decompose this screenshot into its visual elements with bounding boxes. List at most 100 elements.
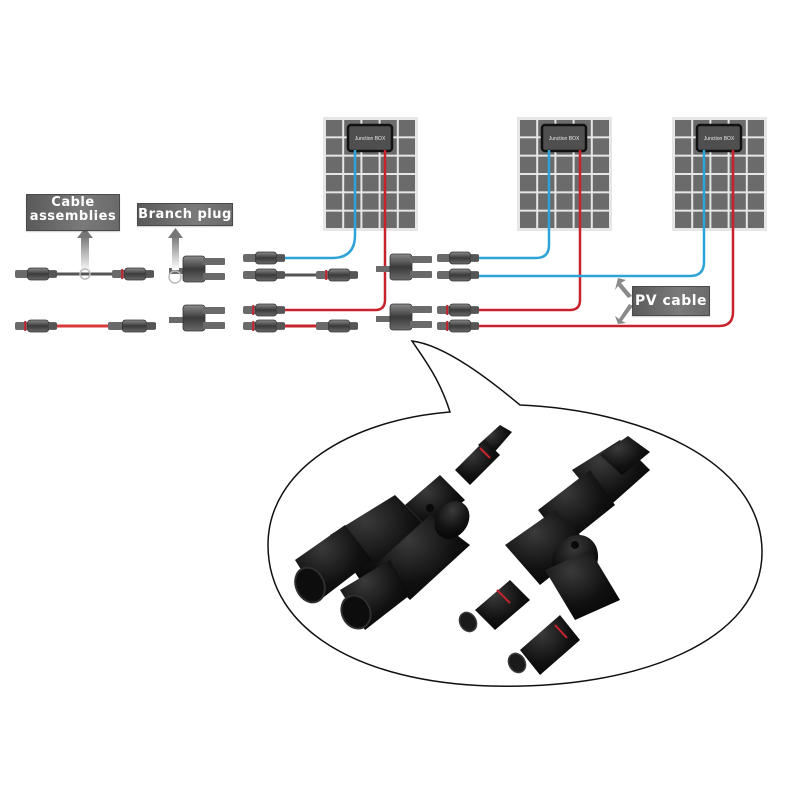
panel-2-positive-connector <box>437 303 479 317</box>
panel-cell <box>693 193 710 210</box>
cable-assembly-red-right-connector <box>108 319 156 333</box>
panel-1-positive-connector <box>243 303 285 317</box>
panel-cell <box>326 156 343 173</box>
cable-assemblies-label: Cable assemblies <box>26 194 120 231</box>
callout-bubble <box>267 340 763 687</box>
product-examples <box>55 272 120 328</box>
branch-connector-photo-right <box>458 436 650 675</box>
cable-assembly-red-left-connector <box>15 319 57 333</box>
panel-cell <box>538 211 555 228</box>
solar-panel-3: Junction BOX <box>672 117 767 231</box>
panel-cell <box>362 211 379 228</box>
panel-cell <box>538 175 555 192</box>
panel-cell <box>326 175 343 192</box>
panel-cell <box>362 156 379 173</box>
panel-cell <box>592 175 609 192</box>
panel-cell <box>675 156 692 173</box>
junction-box-label: Junction BOX <box>549 136 580 142</box>
panel-cell <box>592 193 609 210</box>
panel-cell <box>711 156 728 173</box>
panel-cell <box>398 120 415 137</box>
panel-cell <box>693 156 710 173</box>
panel-2-negative-connector <box>437 251 479 265</box>
trunk-red-inline-connector <box>316 319 358 333</box>
panel-cell <box>675 120 692 137</box>
panel-2-positive-wire <box>478 150 582 312</box>
panel-cell <box>747 156 764 173</box>
junction-box: Junction BOX <box>540 123 588 153</box>
solar-panels: Junction BOX Junction BOX Junction BOX <box>323 117 767 231</box>
panel-cell <box>675 193 692 210</box>
pv-cable-label: PV cable <box>632 286 710 316</box>
panel-1-negative-wire <box>282 150 357 260</box>
branch-plug-label: Branch plug <box>137 203 233 226</box>
panel-cell <box>592 120 609 137</box>
panel-cell <box>675 211 692 228</box>
junction-box-label: Junction BOX <box>704 136 735 142</box>
panel-1-positive-wire <box>283 150 387 312</box>
wiring <box>282 150 735 328</box>
panel-cell <box>380 193 397 210</box>
panel-cell <box>574 211 591 228</box>
cable-assemblies-label-line1: Cable <box>51 195 95 210</box>
panel-cell <box>326 193 343 210</box>
panel-3-positive-wire <box>478 150 735 328</box>
panel-cell <box>747 193 764 210</box>
panel-cell <box>556 156 573 173</box>
trunk-black-inline-connector <box>316 268 358 282</box>
panel-cell <box>747 211 764 228</box>
panel-cell <box>520 193 537 210</box>
panel-cell <box>574 156 591 173</box>
panel-cell <box>326 120 343 137</box>
pv-cable-arrows <box>615 278 633 324</box>
panel-cell <box>520 138 537 155</box>
panel-cell <box>574 175 591 192</box>
panel-cell <box>520 156 537 173</box>
panel-cell <box>556 175 573 192</box>
trunk-branch-male <box>376 303 432 331</box>
panel-cell <box>398 175 415 192</box>
panel-cell <box>344 156 361 173</box>
panel-cell <box>326 211 343 228</box>
panel-cell <box>693 175 710 192</box>
panel-cell <box>520 211 537 228</box>
panel-cell <box>538 193 555 210</box>
solar-panel-2: Junction BOX <box>517 117 612 231</box>
panel-cell <box>747 175 764 192</box>
panel-cell <box>380 211 397 228</box>
panel-cell <box>592 211 609 228</box>
solar-panel-1: Junction BOX <box>323 117 418 231</box>
panel-1-positive-trunk-connector <box>243 319 285 333</box>
panel-cell <box>344 193 361 210</box>
panel-cell <box>380 156 397 173</box>
panel-cell <box>380 175 397 192</box>
branch-plug-female <box>169 255 225 283</box>
panel-cell <box>574 193 591 210</box>
panel-cell <box>675 138 692 155</box>
panel-cell <box>362 175 379 192</box>
panel-cell <box>398 138 415 155</box>
cable-assembly-black-right-connector <box>112 267 154 281</box>
branch-plug-male <box>169 304 225 332</box>
panel-3-negative-wire <box>478 150 706 278</box>
junction-box: Junction BOX <box>695 123 743 153</box>
panel-cell <box>344 175 361 192</box>
panel-cell <box>520 175 537 192</box>
panel-cell <box>747 120 764 137</box>
cable-assemblies-arrow <box>77 228 93 280</box>
panel-cell <box>675 175 692 192</box>
junction-box-label: Junction BOX <box>355 136 386 142</box>
panel-cell <box>592 138 609 155</box>
branch-connector-photo-left <box>294 425 512 630</box>
connectors <box>15 251 479 333</box>
panel-cell <box>556 193 573 210</box>
panel-cell <box>693 211 710 228</box>
panel-1-negative-trunk-connector <box>243 268 285 282</box>
panel-cell <box>520 120 537 137</box>
panel-cell <box>398 211 415 228</box>
cable-assemblies-label-line2: assemblies <box>29 209 117 225</box>
panel-cell <box>398 193 415 210</box>
panel-cell <box>711 175 728 192</box>
